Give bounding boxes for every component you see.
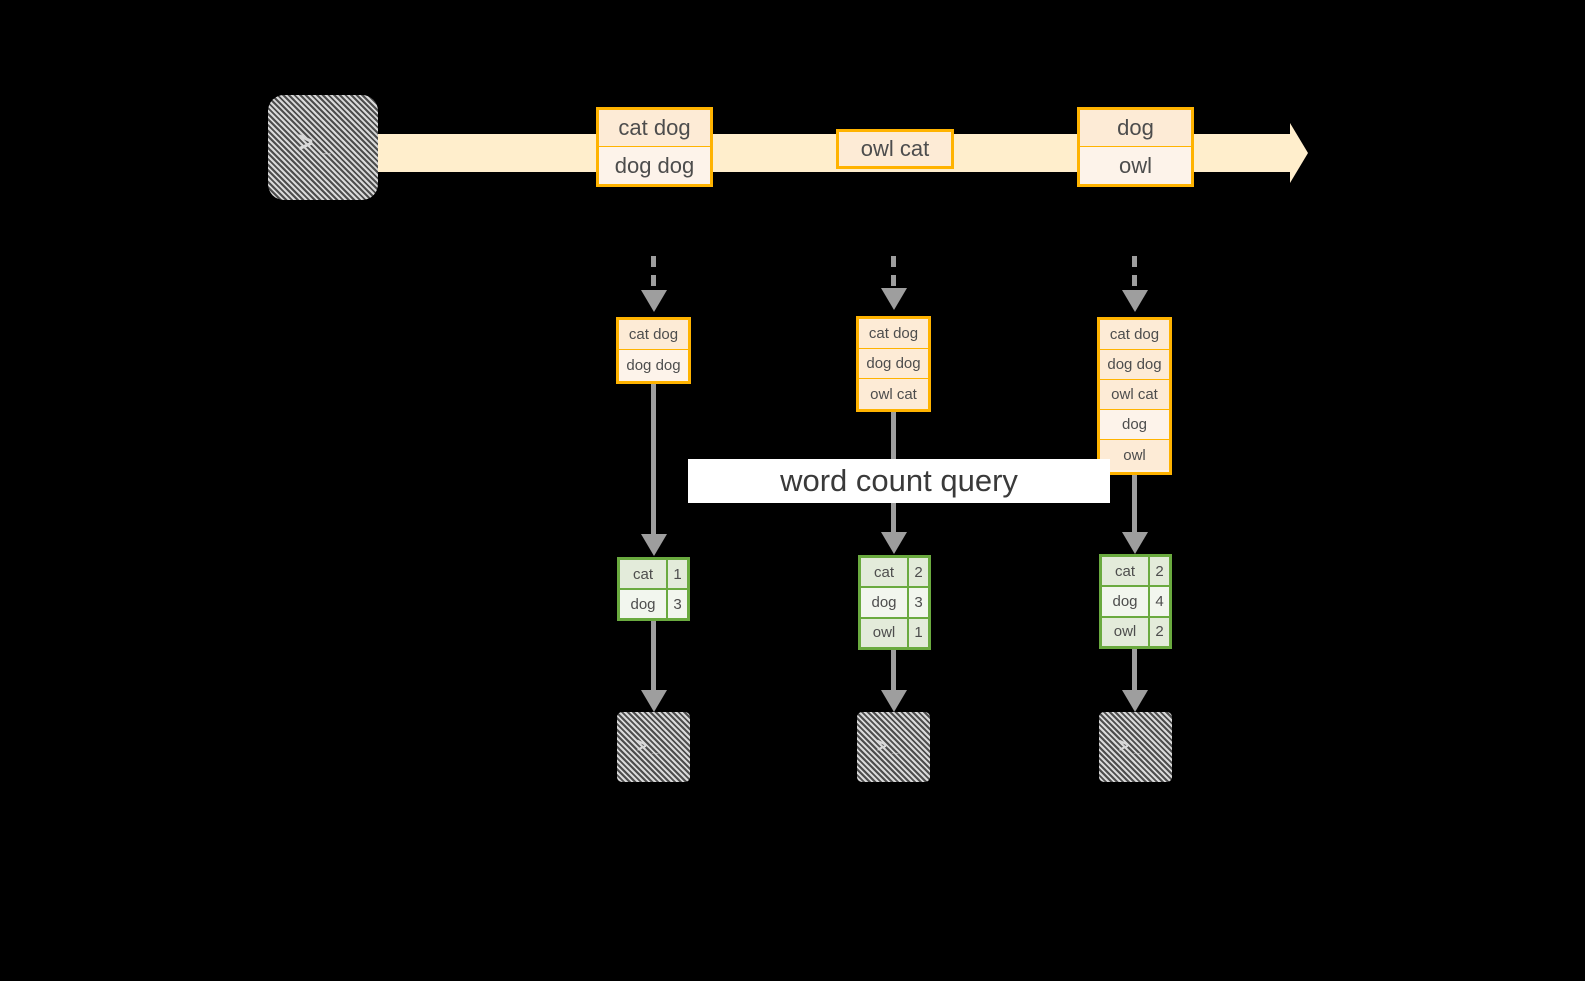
result-table-2[interactable]: cat 2 dog 3 owl 1	[858, 555, 931, 650]
microbatch-table-2[interactable]: cat dog dog dog owl cat	[856, 316, 931, 412]
stream-record-row: cat dog	[599, 110, 710, 147]
result-word-cell: owl	[861, 618, 909, 647]
microbatch-row: dog	[1100, 410, 1169, 440]
result-count-cell: 3	[909, 588, 928, 617]
terminal-prompt-glyph: >_	[1118, 735, 1141, 757]
microbatch-table-1[interactable]: cat dog dog dog	[616, 317, 691, 384]
microbatch-table-3[interactable]: cat dog dog dog owl cat dog owl	[1097, 317, 1172, 475]
batch-to-result-arrowhead-3	[1122, 532, 1148, 554]
microbatch-row: owl cat	[1100, 380, 1169, 410]
batch-to-result-arrowhead-2	[881, 532, 907, 554]
sink-terminal-icon-1[interactable]: >_	[617, 712, 690, 782]
result-to-sink-arrowhead-2	[881, 690, 907, 712]
terminal-prompt-glyph: >_	[636, 735, 659, 757]
query-label: word count query	[688, 459, 1110, 503]
result-table-1[interactable]: cat 1 dog 3	[617, 557, 690, 621]
stream-to-batch-arrowhead	[641, 290, 667, 312]
stream-to-batch-dashed-arrow	[651, 256, 656, 292]
microbatch-row: owl	[1100, 440, 1169, 470]
result-word-cell: dog	[1102, 587, 1150, 616]
stream-to-batch-arrowhead	[1122, 290, 1148, 312]
source-terminal-icon[interactable]: >_	[268, 95, 378, 200]
batch-to-result-arrow-1	[651, 384, 656, 540]
result-count-cell: 1	[909, 618, 928, 647]
result-count-cell: 1	[668, 560, 687, 588]
stream-record-row: owl	[1080, 147, 1191, 184]
terminal-prompt-glyph: >_	[876, 735, 899, 757]
result-word-cell: cat	[620, 560, 668, 588]
microbatch-row: dog dog	[619, 350, 688, 380]
stream-record-row: dog	[1080, 110, 1191, 147]
sink-terminal-icon-2[interactable]: >_	[857, 712, 930, 782]
batch-to-result-arrow-3	[1132, 475, 1137, 538]
stream-record-row: dog dog	[599, 147, 710, 184]
result-row: owl 2	[1102, 617, 1169, 646]
stream-arrowhead	[1290, 123, 1308, 183]
result-to-sink-arrowhead-3	[1122, 690, 1148, 712]
microbatch-row: dog dog	[859, 349, 928, 379]
stream-to-batch-dashed-arrow	[891, 256, 896, 292]
stream-record-group-2[interactable]: owl cat	[836, 129, 954, 169]
result-row: cat 2	[1102, 557, 1169, 588]
microbatch-row: cat dog	[1100, 320, 1169, 350]
terminal-prompt-glyph: >_	[298, 126, 331, 159]
microbatch-row: owl cat	[859, 379, 928, 409]
result-count-cell: 2	[909, 558, 928, 587]
result-count-cell: 2	[1150, 557, 1169, 586]
result-row: cat 2	[861, 558, 928, 589]
result-to-sink-arrow-3	[1132, 649, 1137, 696]
result-word-cell: cat	[861, 558, 909, 587]
stream-record-group-1[interactable]: cat dog dog dog	[596, 107, 713, 187]
microbatch-row: cat dog	[619, 320, 688, 350]
result-table-3[interactable]: cat 2 dog 4 owl 2	[1099, 554, 1172, 649]
result-word-cell: dog	[861, 588, 909, 617]
sink-terminal-icon-3[interactable]: >_	[1099, 712, 1172, 782]
result-to-sink-arrowhead-1	[641, 690, 667, 712]
result-count-cell: 2	[1150, 617, 1169, 646]
result-word-cell: owl	[1102, 617, 1150, 646]
result-row: dog 3	[861, 588, 928, 619]
stream-to-batch-arrowhead	[881, 288, 907, 310]
result-row: dog 4	[1102, 587, 1169, 618]
result-to-sink-arrow-1	[651, 621, 656, 696]
result-word-cell: cat	[1102, 557, 1150, 586]
microbatch-row: cat dog	[859, 319, 928, 349]
result-row: dog 3	[620, 590, 687, 618]
result-row: owl 1	[861, 618, 928, 647]
result-count-cell: 3	[668, 590, 687, 618]
result-count-cell: 4	[1150, 587, 1169, 616]
batch-to-result-arrowhead-1	[641, 534, 667, 556]
result-to-sink-arrow-2	[891, 650, 896, 696]
microbatch-row: dog dog	[1100, 350, 1169, 380]
result-word-cell: dog	[620, 590, 668, 618]
stream-to-batch-dashed-arrow	[1132, 256, 1137, 292]
result-row: cat 1	[620, 560, 687, 590]
stream-record-group-3[interactable]: dog owl	[1077, 107, 1194, 187]
stream-record-row: owl cat	[839, 132, 951, 166]
